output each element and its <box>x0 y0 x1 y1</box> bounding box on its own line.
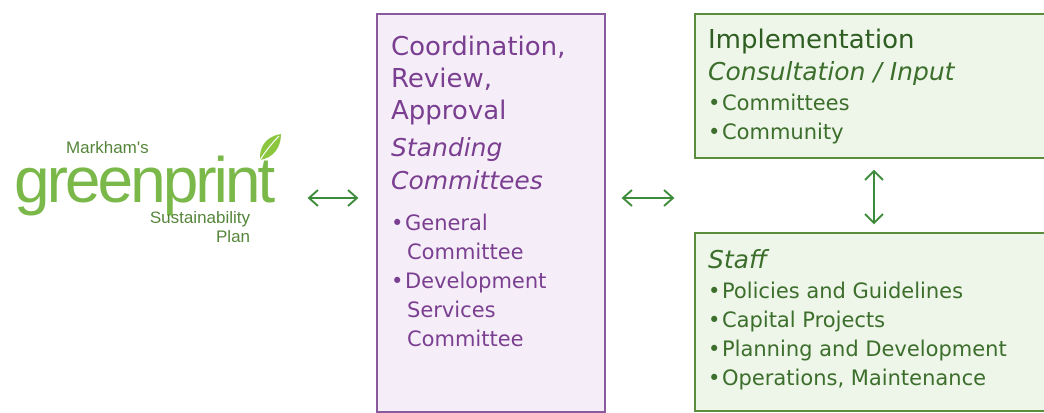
list-item-text: Committee <box>407 240 524 264</box>
list-item-text: General <box>405 211 488 235</box>
title-line: Approval <box>391 96 507 126</box>
list-item: •Operations, Maintenance <box>708 364 1044 393</box>
leaf-icon <box>259 134 281 161</box>
list-item: •Policies and Guidelines <box>708 277 1044 306</box>
logo-wordmark: greenprint <box>14 144 275 216</box>
list-item-text: Development <box>405 269 547 293</box>
bullet-icon: • <box>708 91 721 115</box>
list-item-text: Operations, Maintenance <box>722 366 987 390</box>
logo-subtitle-line: Sustainability <box>149 208 250 227</box>
list-item-text: Committee <box>407 327 524 351</box>
bullet-icon: • <box>708 120 721 144</box>
subtitle-line: Committees <box>391 166 543 195</box>
bidirectional-arrow-icon <box>307 189 359 207</box>
consultation-heading: Consultation / Input <box>708 57 955 86</box>
bullet-icon: • <box>391 211 404 235</box>
standing-committees-heading: Standing Committees <box>391 131 604 197</box>
list-item-text: Services <box>407 298 496 322</box>
coordination-box: Coordination, Review, Approval Standing … <box>376 13 606 413</box>
list-item-text: Policies and Guidelines <box>722 279 964 303</box>
subtitle-line: Standing <box>391 133 503 162</box>
bullet-icon: • <box>391 269 404 293</box>
list-item-text: Community <box>722 120 844 144</box>
list-item-text: Capital Projects <box>722 308 886 332</box>
list-item: •Community <box>708 118 1044 147</box>
list-item: •Development Services Committee <box>391 267 607 354</box>
implementation-title: Implementation <box>708 25 915 55</box>
greenprint-logo: Markham's greenprint Sustainability Plan <box>10 130 281 260</box>
list-item-text: Committees <box>722 91 850 115</box>
vertical-bidirectional-arrow-icon <box>864 169 884 225</box>
staff-list: •Policies and Guidelines •Capital Projec… <box>708 277 1044 393</box>
logo-subtitle-line: Plan <box>215 227 250 246</box>
bullet-icon: • <box>708 279 721 303</box>
staff-heading: Staff <box>708 245 768 274</box>
committee-list: •General Committee •Development Services… <box>391 209 604 354</box>
bullet-icon: • <box>708 337 721 361</box>
list-item: •General Committee <box>391 209 607 267</box>
logo-prefix: Markham's <box>66 138 149 157</box>
coordination-title: Coordination, Review, Approval <box>391 31 604 127</box>
implementation-box: Implementation Consultation / Input •Com… <box>694 13 1044 159</box>
logo-subtitle: Sustainability Plan <box>150 208 250 246</box>
title-line: Coordination, <box>391 32 566 62</box>
list-item: •Capital Projects <box>708 306 1044 335</box>
bullet-icon: • <box>708 308 721 332</box>
title-line: Review, <box>391 64 493 94</box>
list-item: •Planning and Development <box>708 335 1044 364</box>
list-item: •Committees <box>708 89 1044 118</box>
bidirectional-arrow-icon <box>621 189 675 207</box>
consultation-list: •Committees •Community <box>708 89 1044 147</box>
staff-box: Staff •Policies and Guidelines •Capital … <box>694 232 1044 412</box>
list-item-text: Planning and Development <box>722 337 1007 361</box>
bullet-icon: • <box>708 366 721 390</box>
